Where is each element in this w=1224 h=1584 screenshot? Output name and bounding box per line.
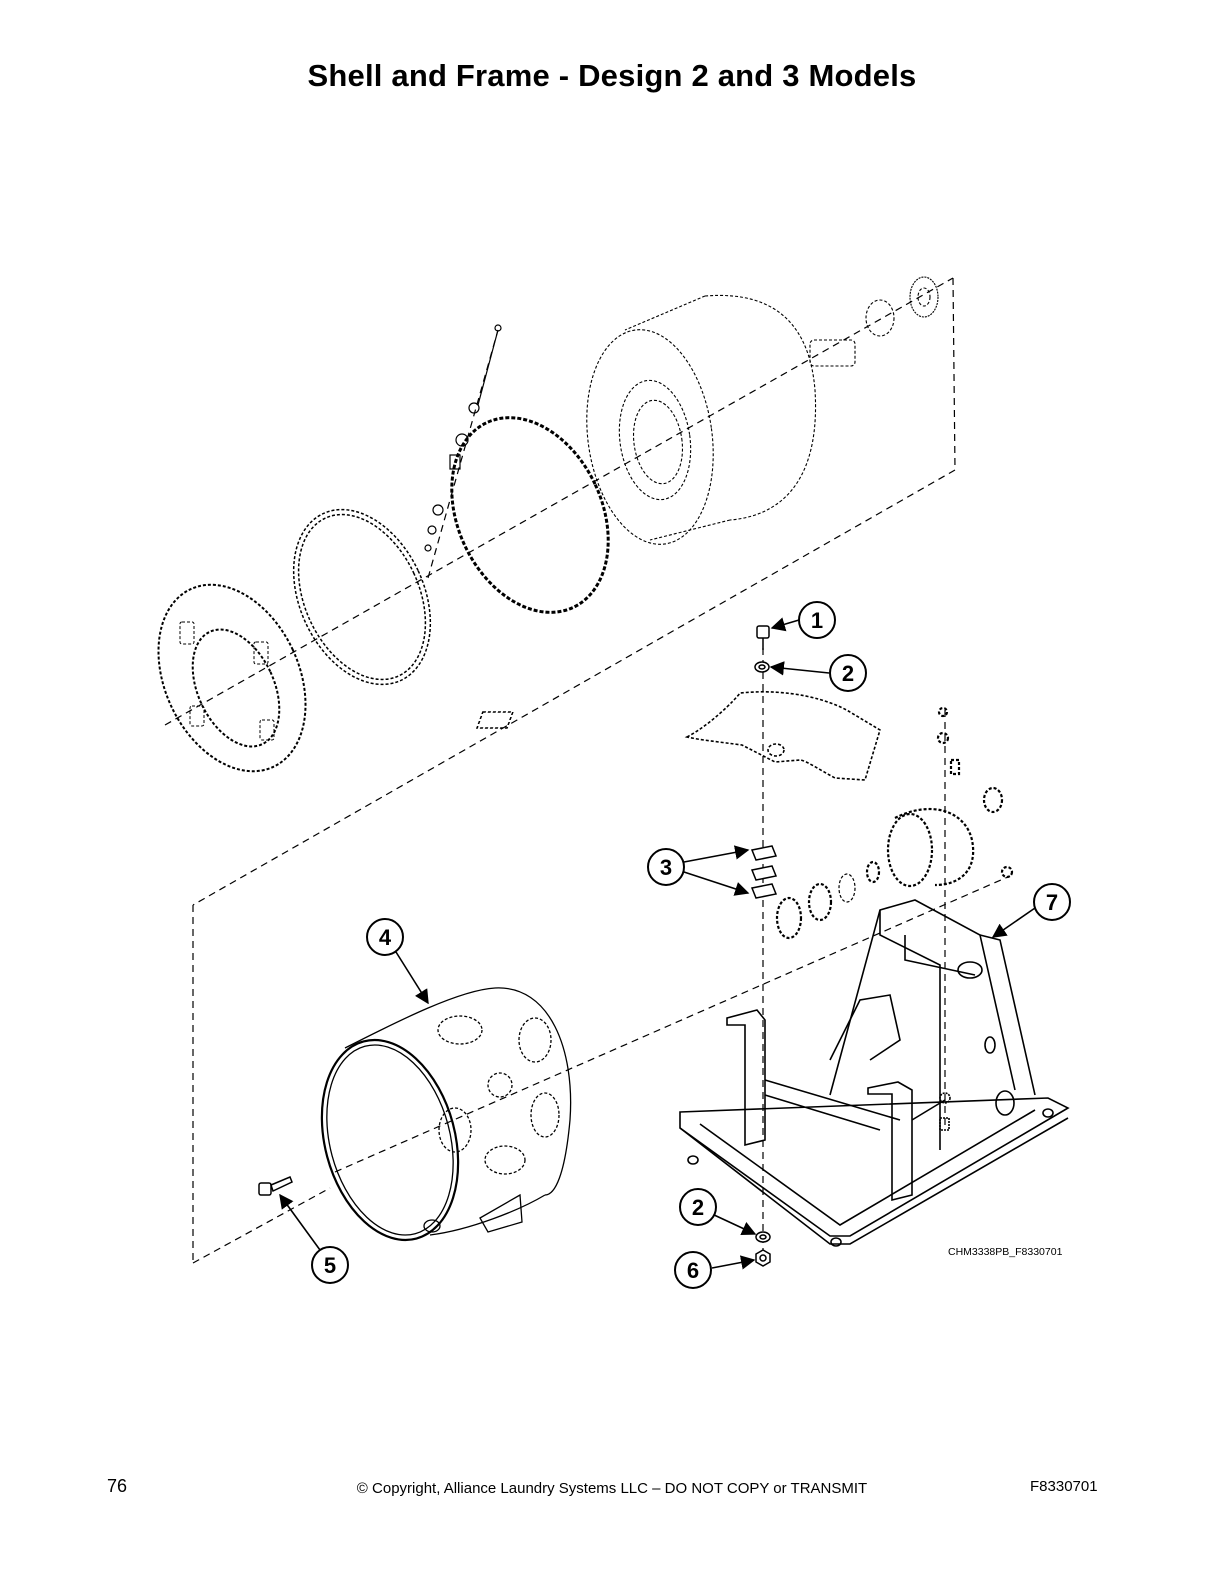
- callout-2-top: 2: [829, 654, 867, 692]
- drum-assembly: [586, 276, 939, 545]
- callout-7-label: 7: [1046, 890, 1058, 915]
- callout-1-label: 1: [811, 608, 823, 633]
- callout-4-label: 4: [379, 925, 392, 950]
- outer-tub: [320, 987, 572, 1242]
- callout-6-label: 6: [687, 1258, 699, 1283]
- tub-bolt: [258, 1176, 293, 1196]
- callout-6: 6: [674, 1251, 712, 1289]
- clamp-bolt: [424, 324, 502, 552]
- base-frame: [679, 899, 1070, 1247]
- assembly-guide-lines: [164, 277, 1011, 1265]
- drawing-code: CHM3338PB_F8330701: [948, 1246, 1063, 1258]
- bottom-washer-and-nut: [755, 1231, 771, 1267]
- page-title: Shell and Frame - Design 2 and 3 Models: [307, 58, 917, 93]
- callout-3: 3: [647, 848, 685, 886]
- callout-leaders: [279, 617, 1036, 1270]
- callout-1: 1: [798, 601, 836, 639]
- callout-2-top-label: 2: [842, 661, 854, 686]
- gasket-ring: [292, 508, 432, 686]
- callout-2-bottom-label: 2: [692, 1195, 704, 1220]
- document-code: F8330701: [1030, 1478, 1098, 1495]
- copyright-notice: © Copyright, Alliance Laundry Systems LL…: [356, 1480, 868, 1497]
- page-number: 76: [107, 1476, 128, 1496]
- callout-4: 4: [366, 918, 404, 956]
- front-panel: [157, 583, 307, 773]
- callout-2-bottom: 2: [679, 1188, 717, 1226]
- shims: [750, 845, 778, 899]
- callout-7: 7: [1033, 883, 1071, 921]
- bearings-and-seals: [775, 706, 1014, 940]
- clamp-ring: [450, 416, 610, 614]
- top-bolt-and-washer: [754, 625, 770, 673]
- callout-5-label: 5: [324, 1253, 336, 1278]
- bearing-housing-cover: [475, 691, 881, 781]
- callout-3-label: 3: [660, 855, 672, 880]
- callout-5: 5: [311, 1246, 349, 1284]
